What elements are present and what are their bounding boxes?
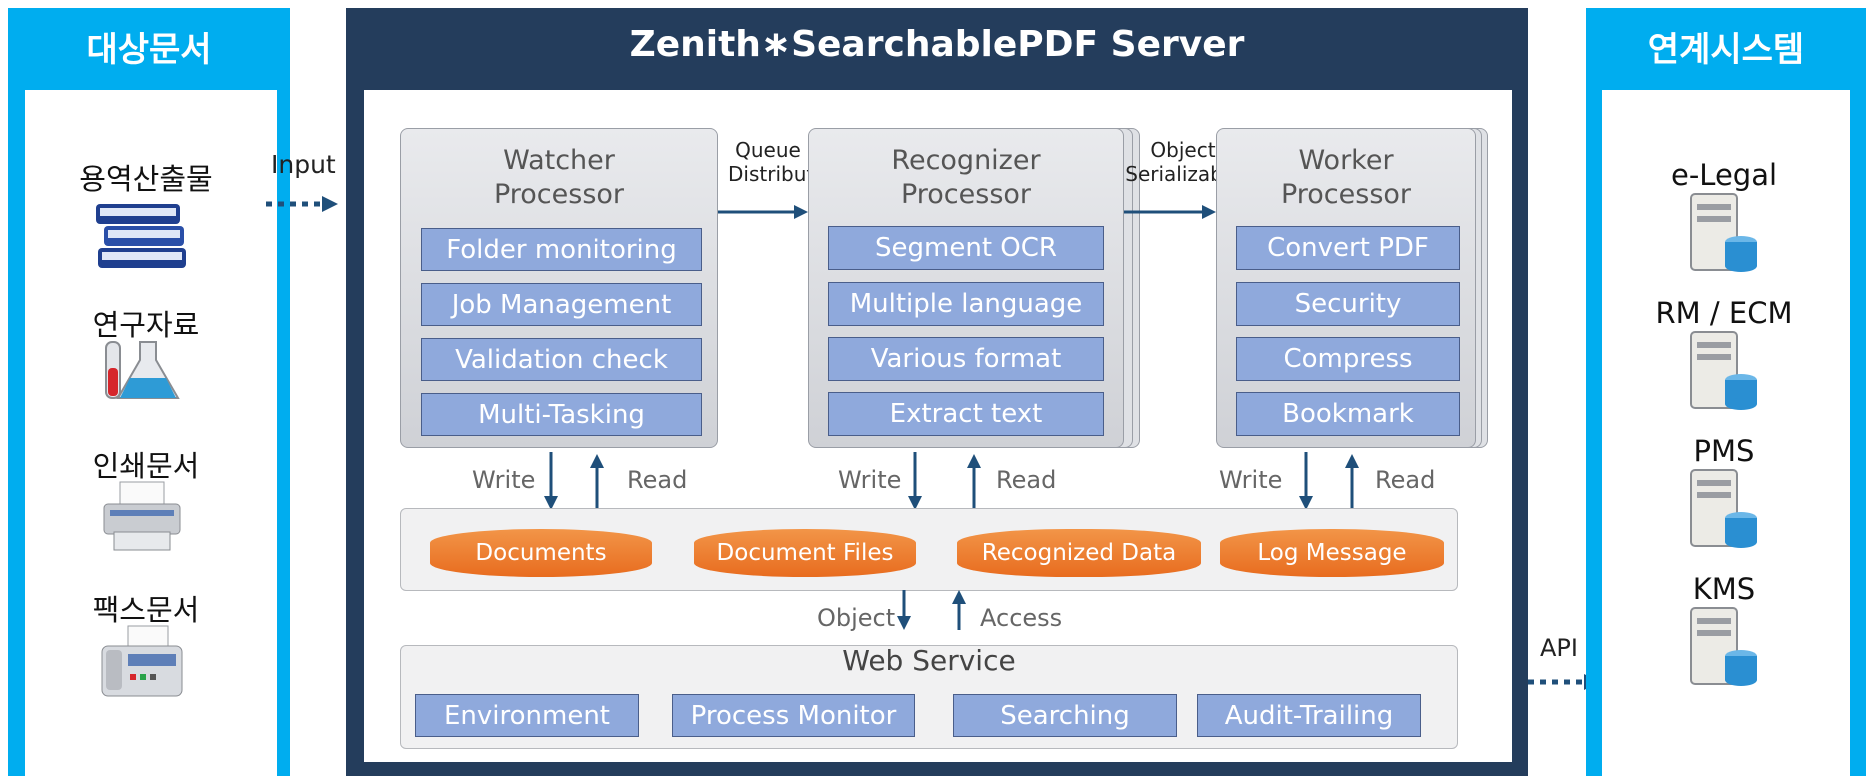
store-document-files: Document Files [694,529,916,577]
feature-box: Bookmark [1236,392,1460,436]
web-feature-box: Audit-Trailing [1197,694,1421,737]
read-label: Read [627,466,688,494]
server-db-icon [1690,469,1757,548]
read-label: Read [1375,466,1436,494]
system-label: e-Legal [1670,158,1778,192]
lab-flask-icon [105,341,180,399]
server-db-icon [1690,193,1757,272]
recognizer-processor-title: Recognizer Processor [891,145,1041,210]
feature-box: Multi-Tasking [421,393,702,436]
worker-processor-title: Worker Processor [1280,145,1412,210]
web-feature-box: Process Monitor [672,694,915,737]
feature-box: Convert PDF [1236,226,1460,270]
web-service-title: Web Service [842,644,1016,677]
store-log-message: Log Message [1220,529,1444,577]
books-icon [96,204,186,268]
write-label: Write [1219,466,1283,494]
write-label: Write [838,466,902,494]
server-title: Zenith∗SearchablePDF Server [629,24,1245,65]
feature-box: Folder monitoring [421,228,702,271]
serialize-arrow [1124,205,1216,219]
object-access-arrows [897,590,966,630]
feature-box: Multiple language [828,282,1104,326]
web-feature-box: Environment [415,694,639,737]
feature-box: Security [1236,282,1460,326]
io-arrows [544,452,1359,512]
system-label: RM / ECM [1655,296,1793,330]
linked-systems-title: 연계시스템 [1647,30,1805,70]
input-arrow [266,196,338,212]
queue-arrow [718,205,808,219]
feature-box: Extract text [828,392,1104,436]
doc-item-label: 팩스문서 [92,593,200,627]
store-documents: Documents [430,529,652,577]
doc-item-label: 연구자료 [92,308,200,342]
feature-box: Segment OCR [828,226,1104,270]
web-feature-box: Searching [953,694,1177,737]
api-label: API [1540,634,1578,662]
queue-distribute-label: Queue Distribute [728,138,827,186]
printer-icon [103,481,181,551]
server-db-icon [1690,331,1757,410]
doc-item-label: 인쇄문서 [92,449,200,483]
watcher-processor-title: Watcher Processor [493,145,625,210]
store-recognized-data: Recognized Data [957,529,1201,577]
fax-icon [101,625,183,697]
feature-box: Validation check [421,338,702,381]
system-label: KMS [1692,572,1756,606]
server-db-icon [1690,607,1757,686]
system-label: PMS [1693,434,1755,468]
input-label: Input [271,150,336,179]
write-label: Write [472,466,536,494]
feature-box: Compress [1236,337,1460,381]
access-label: Access [980,604,1063,632]
source-documents-title: 대상문서 [86,30,212,70]
read-label: Read [996,466,1057,494]
feature-box: Various format [828,337,1104,381]
feature-box: Job Management [421,283,702,326]
doc-item-label: 용역산출물 [79,162,213,196]
object-label: Object [817,604,896,632]
